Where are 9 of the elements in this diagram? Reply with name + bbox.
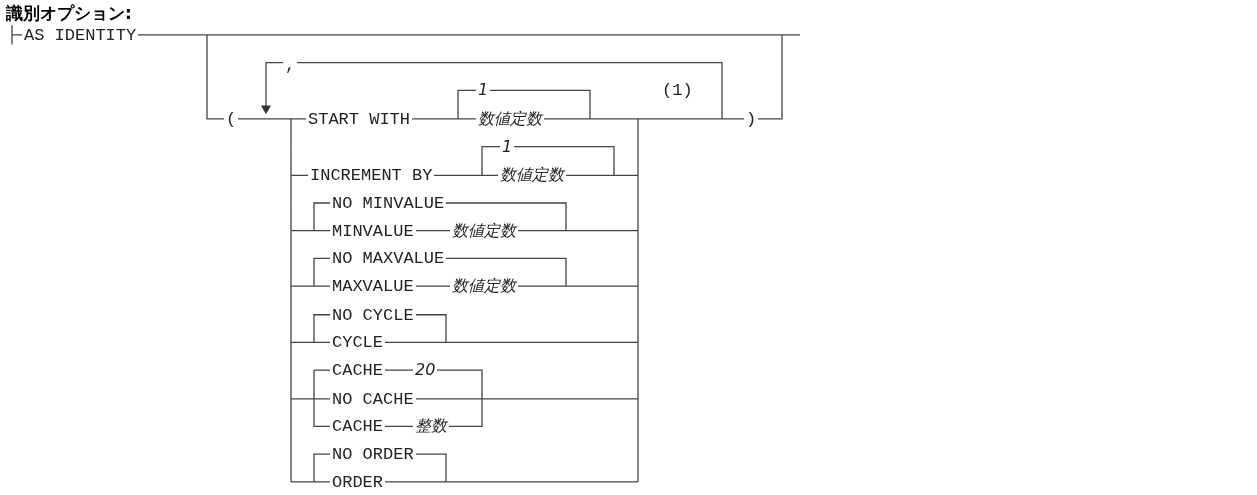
variable-name: 数値定数 — [498, 167, 566, 184]
open-parenthesis: ( — [224, 110, 239, 128]
variable-name: 数値定数 — [450, 278, 518, 295]
close-parenthesis: ) — [744, 110, 759, 128]
variable-name: 整数 — [413, 418, 449, 435]
diagram-title: 識別オプション: — [6, 2, 132, 25]
variable-name: 数値定数 — [476, 110, 544, 127]
variable-name: 数値定数 — [450, 222, 518, 239]
default-value: 1 — [500, 138, 515, 155]
